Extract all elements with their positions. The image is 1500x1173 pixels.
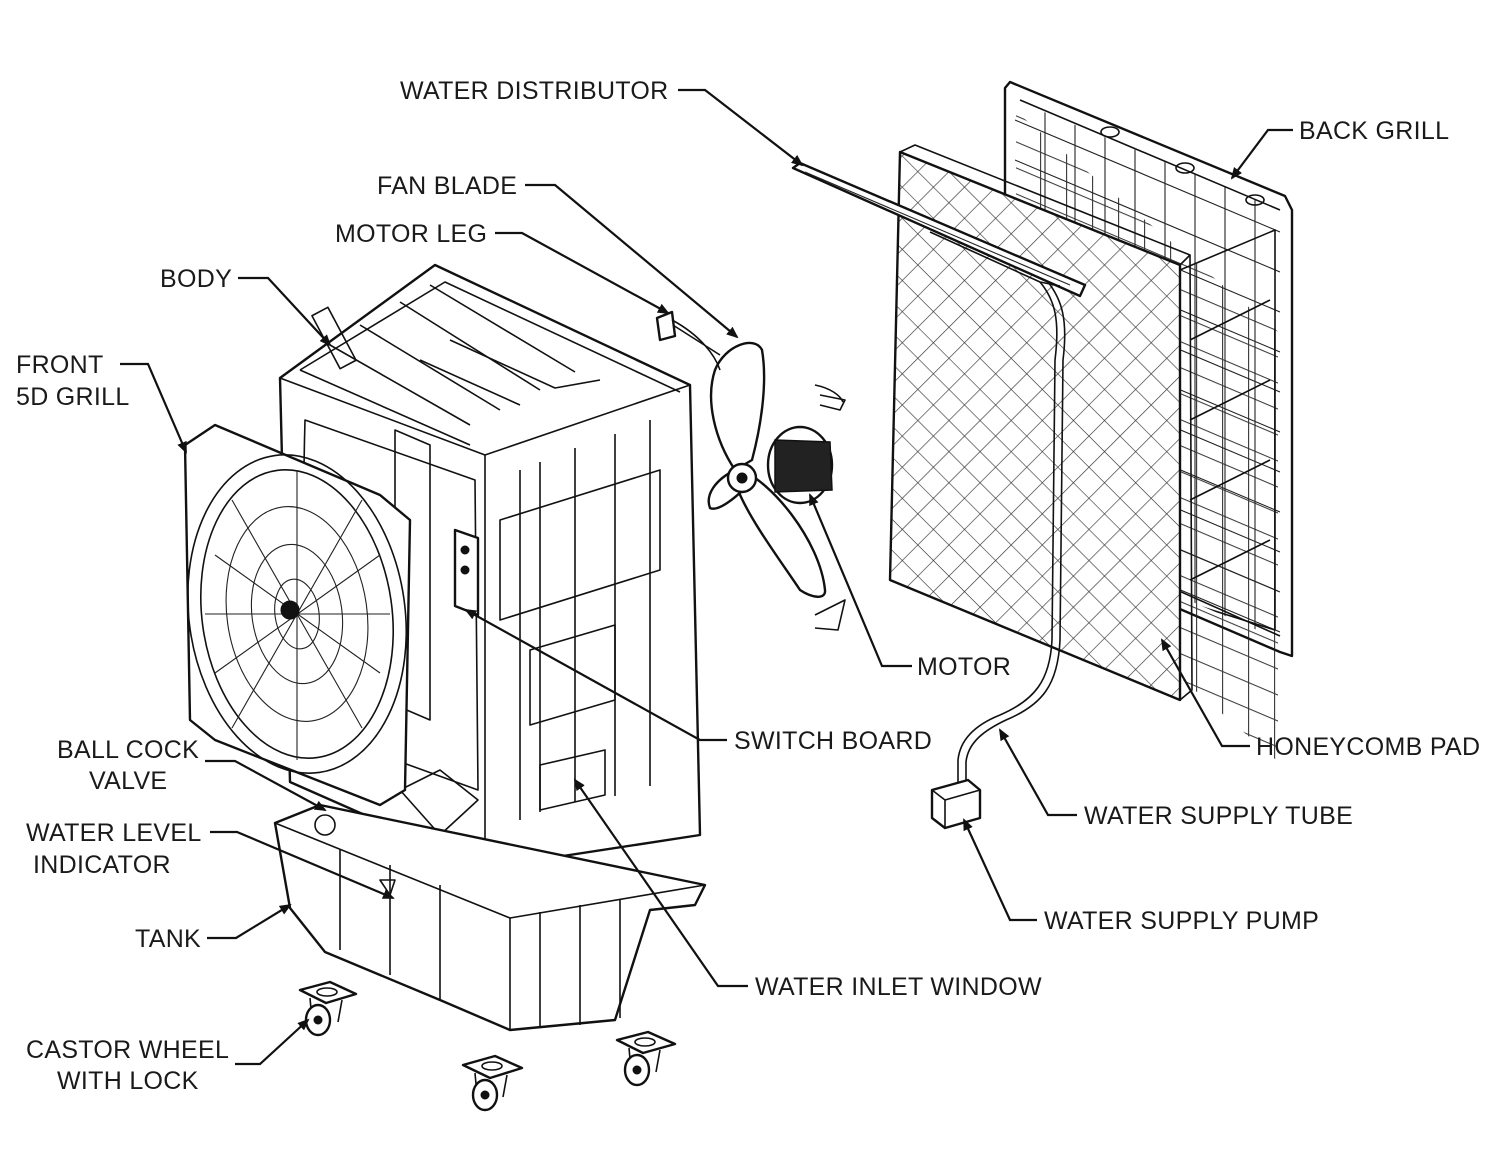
- label-tank: TANK: [135, 925, 201, 953]
- fan-blade: [707, 341, 827, 598]
- label-motor-leg: MOTOR LEG: [335, 220, 487, 248]
- castor-wheel-3: [615, 1030, 677, 1087]
- motor-leg: [655, 310, 844, 403]
- label-body: BODY: [160, 265, 232, 293]
- labels: WATER DISTRIBUTOR BACK GRILL FAN BLADE M…: [16, 77, 1480, 1095]
- label-back-grill: BACK GRILL: [1299, 117, 1449, 145]
- label-water-level-line2: INDICATOR: [33, 851, 171, 879]
- water-supply-pump: [930, 778, 982, 830]
- label-fan-blade: FAN BLADE: [377, 172, 517, 200]
- label-motor: MOTOR: [917, 653, 1011, 681]
- leader-lines: [120, 88, 1293, 1066]
- label-water-supply-pump: WATER SUPPLY PUMP: [1044, 907, 1319, 935]
- honeycomb-pad: [888, 144, 1193, 702]
- tank: [273, 803, 707, 1032]
- label-front-grill-line2: 5D GRILL: [16, 383, 130, 411]
- label-castor-line1: CASTOR WHEEL: [26, 1036, 229, 1064]
- castor-wheel-2: [461, 1054, 524, 1112]
- label-water-level-line1: WATER LEVEL: [26, 819, 202, 847]
- label-ball-cock-line2: VALVE: [89, 767, 167, 795]
- castor-wheel-1: [298, 980, 358, 1037]
- motor: [664, 319, 846, 631]
- label-water-distributor: WATER DISTRIBUTOR: [400, 77, 669, 105]
- label-ball-cock-line1: BALL COCK: [57, 736, 199, 764]
- water-supply-tube: [957, 281, 1066, 790]
- label-water-supply-tube: WATER SUPPLY TUBE: [1084, 802, 1353, 830]
- label-honeycomb-pad: HONEYCOMB PAD: [1256, 733, 1480, 761]
- front-5d-grill: [183, 423, 412, 807]
- label-water-inlet-window: WATER INLET WINDOW: [755, 973, 1042, 1001]
- label-switch-board: SWITCH BOARD: [734, 727, 932, 755]
- label-front-grill-line1: FRONT: [16, 351, 104, 379]
- label-castor-line2: WITH LOCK: [57, 1067, 199, 1095]
